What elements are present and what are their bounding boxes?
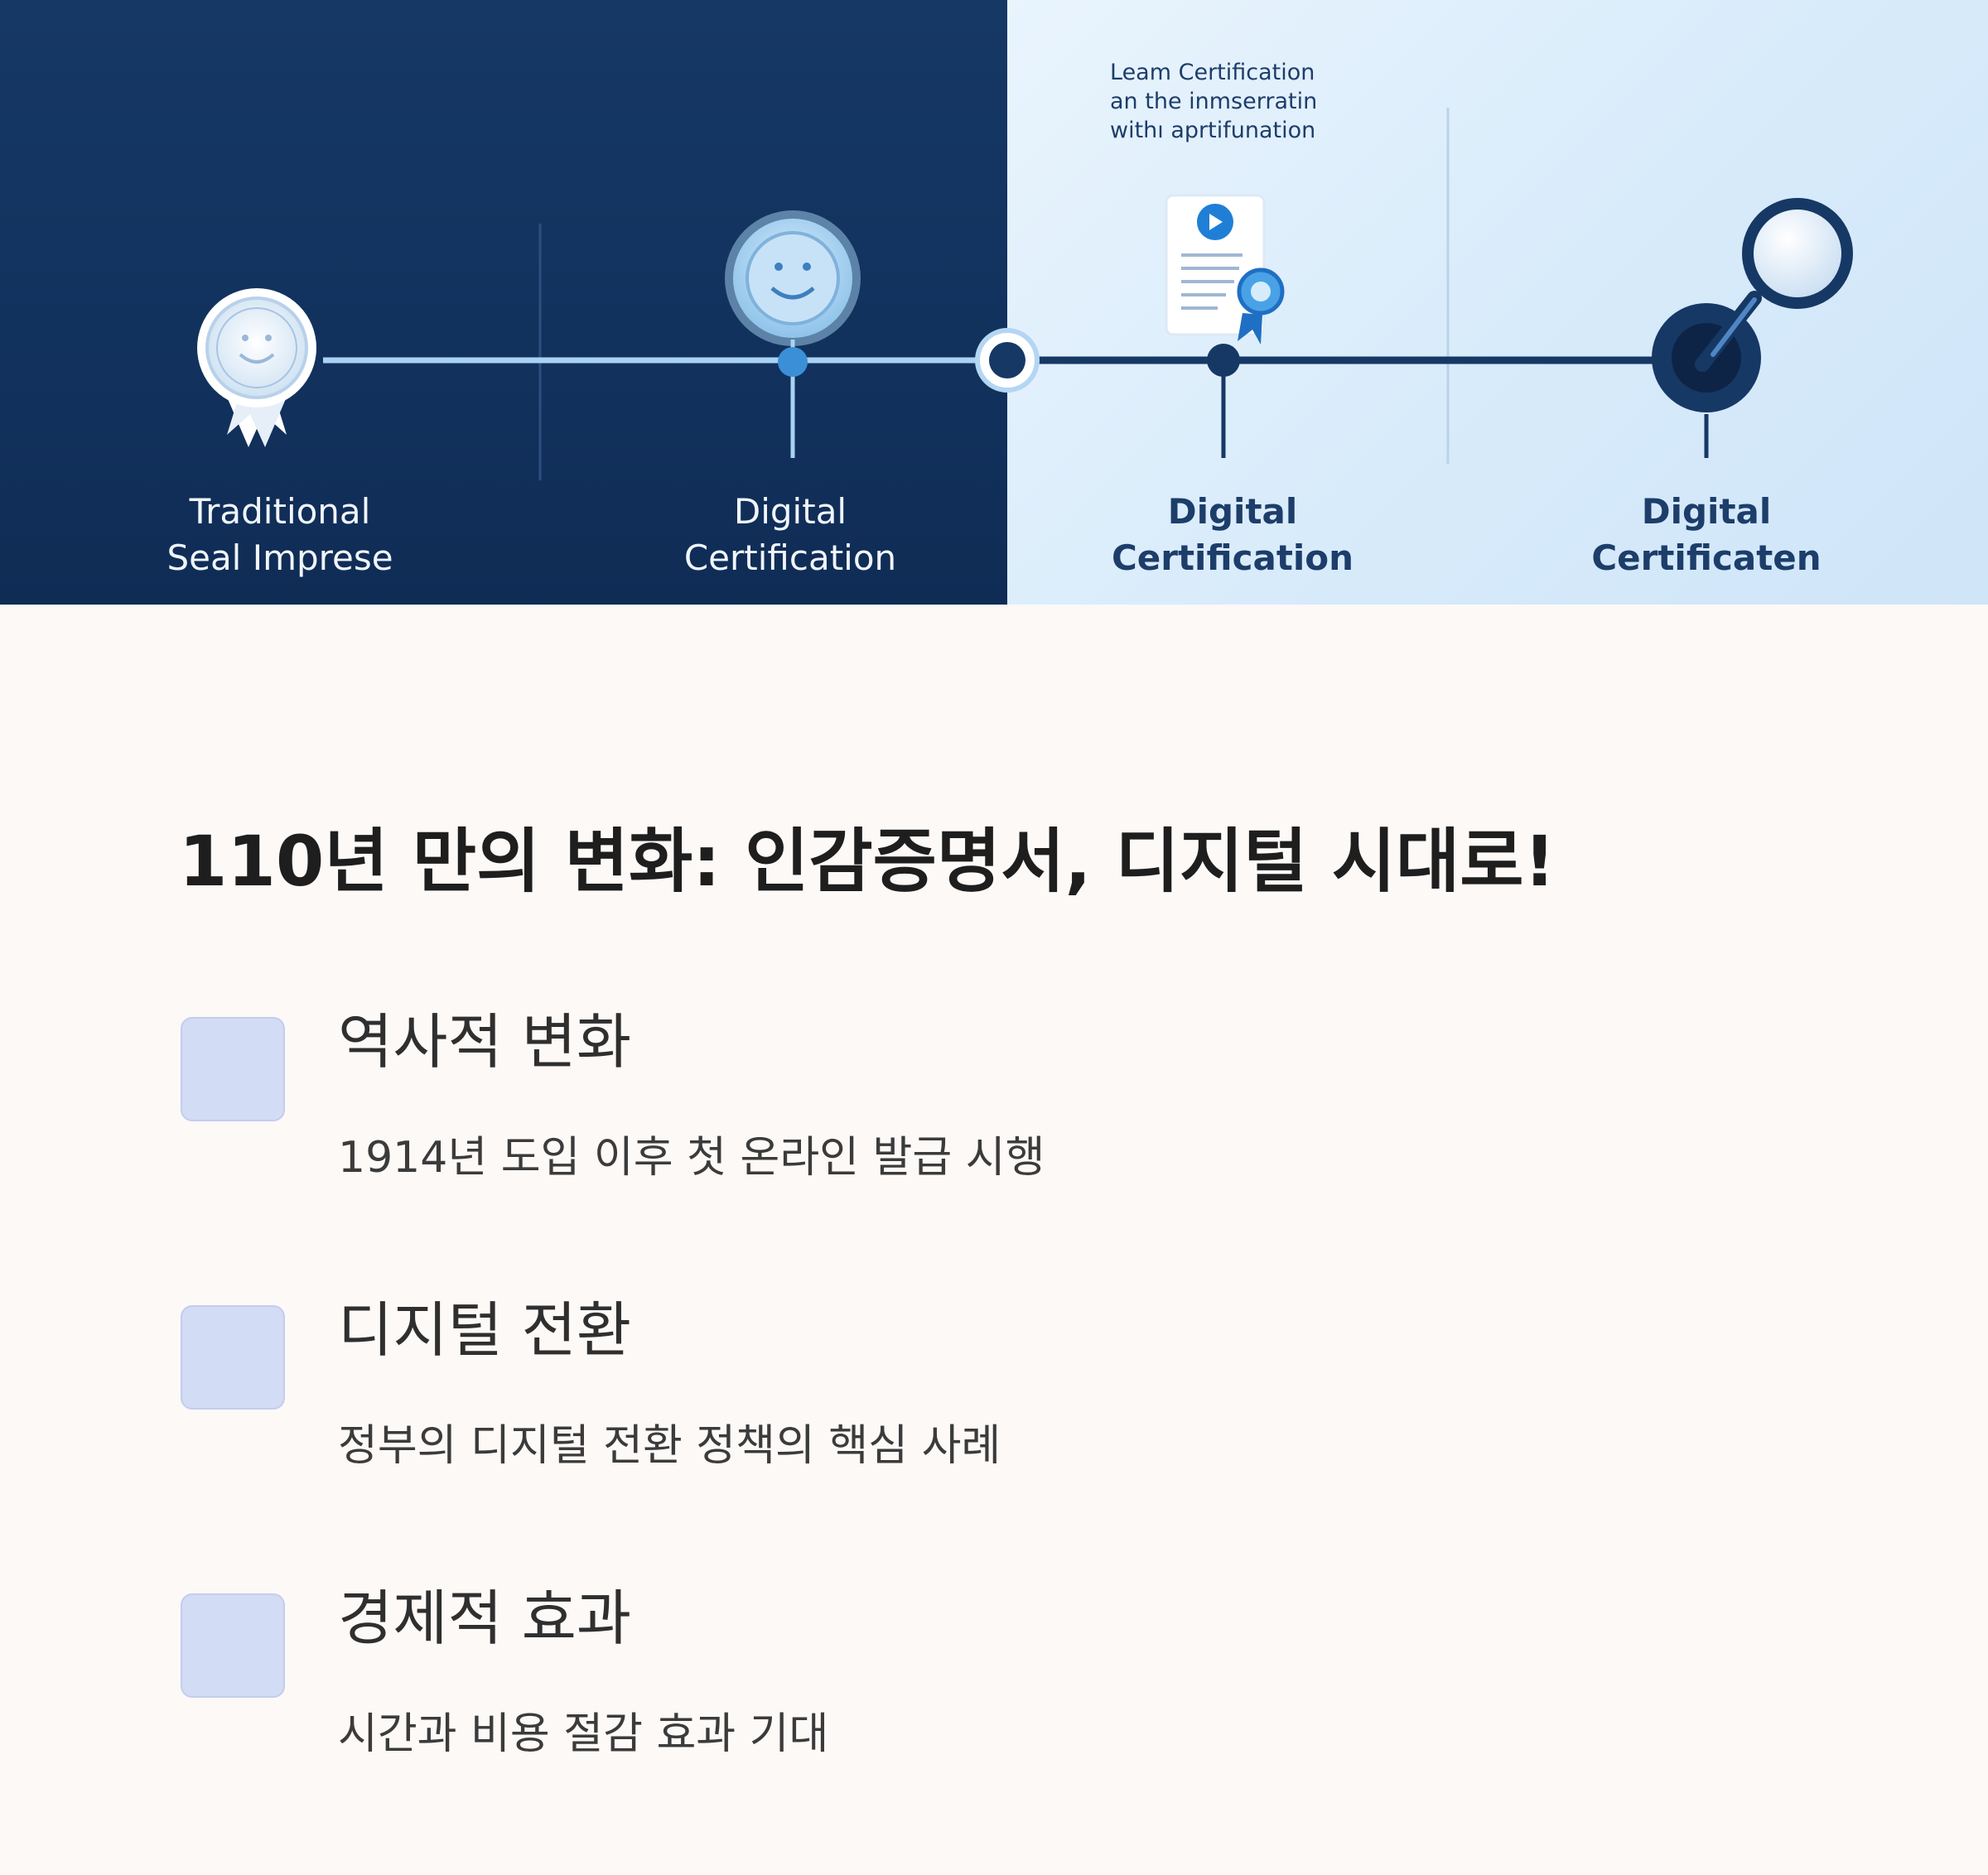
timeline-node [1207,344,1240,377]
feature-item-digital: 디지털 전환 정부의 디지털 전환 정책의 핵심 사례 [179,1295,1753,1504]
stage-label-line: Certificaten [1591,537,1822,578]
timeline-node [778,347,808,377]
stage-label-traditional-seal: Traditional Seal Imprese [106,489,454,581]
placeholder-square-icon [181,1017,285,1121]
stage-label-line: Digital [1167,491,1298,532]
placeholder-square-icon [181,1593,285,1698]
feature-description: 1914년 도입 이후 첫 온라인 발급 시행 [338,1133,1045,1183]
stage-label-digital-2: Digital Certification [1059,489,1407,581]
placeholder-square-icon [181,1305,285,1410]
feature-item-economic: 경제적 효과 시간과 비용 절감 효과 기대 [179,1583,1753,1792]
stage-label-digital-1: Digital Certification [616,489,964,581]
certificate-document-icon [1165,194,1285,345]
stage-label-digital-3: Digital Certificaten [1532,489,1880,581]
feature-heading: 경제적 효과 [338,1583,632,1653]
feature-item-history: 역사적 변화 1914년 도입 이후 첫 온라인 발급 시행 [179,1007,1753,1216]
traditional-seal-icon [197,288,316,447]
feature-heading: 역사적 변화 [338,1007,632,1077]
timeline-illustration [197,108,1853,480]
stage-label-line: Seal Imprese [166,537,393,578]
timeline-junction-core [989,342,1025,378]
stage-label-line: Certification [1111,537,1354,578]
stage-label-line: Digital [733,491,847,532]
page-title: 110년 만의 변화: 인감증명서, 디지털 시대로! [179,821,1556,902]
stage-label-line: Traditional [189,491,371,532]
note-line: Leam Certification [1110,60,1315,85]
note-line: withı aprtifunation [1110,118,1316,143]
feature-heading: 디지털 전환 [338,1295,632,1365]
digital-seal-icon [725,210,861,458]
feature-description: 시간과 비용 절감 효과 기대 [338,1709,829,1759]
hero-banner: Leam Certification an the inmserratin wi… [0,0,1988,605]
stage-label-line: Digital [1641,491,1772,532]
magnifier-icon [1652,198,1853,458]
certification-note: Leam Certification an the inmserratin wi… [1110,58,1358,145]
feature-description: 정부의 디지털 전환 정책의 핵심 사례 [338,1421,1001,1471]
note-line: an the inmserratin [1110,89,1318,114]
stage-label-line: Certification [683,537,897,578]
